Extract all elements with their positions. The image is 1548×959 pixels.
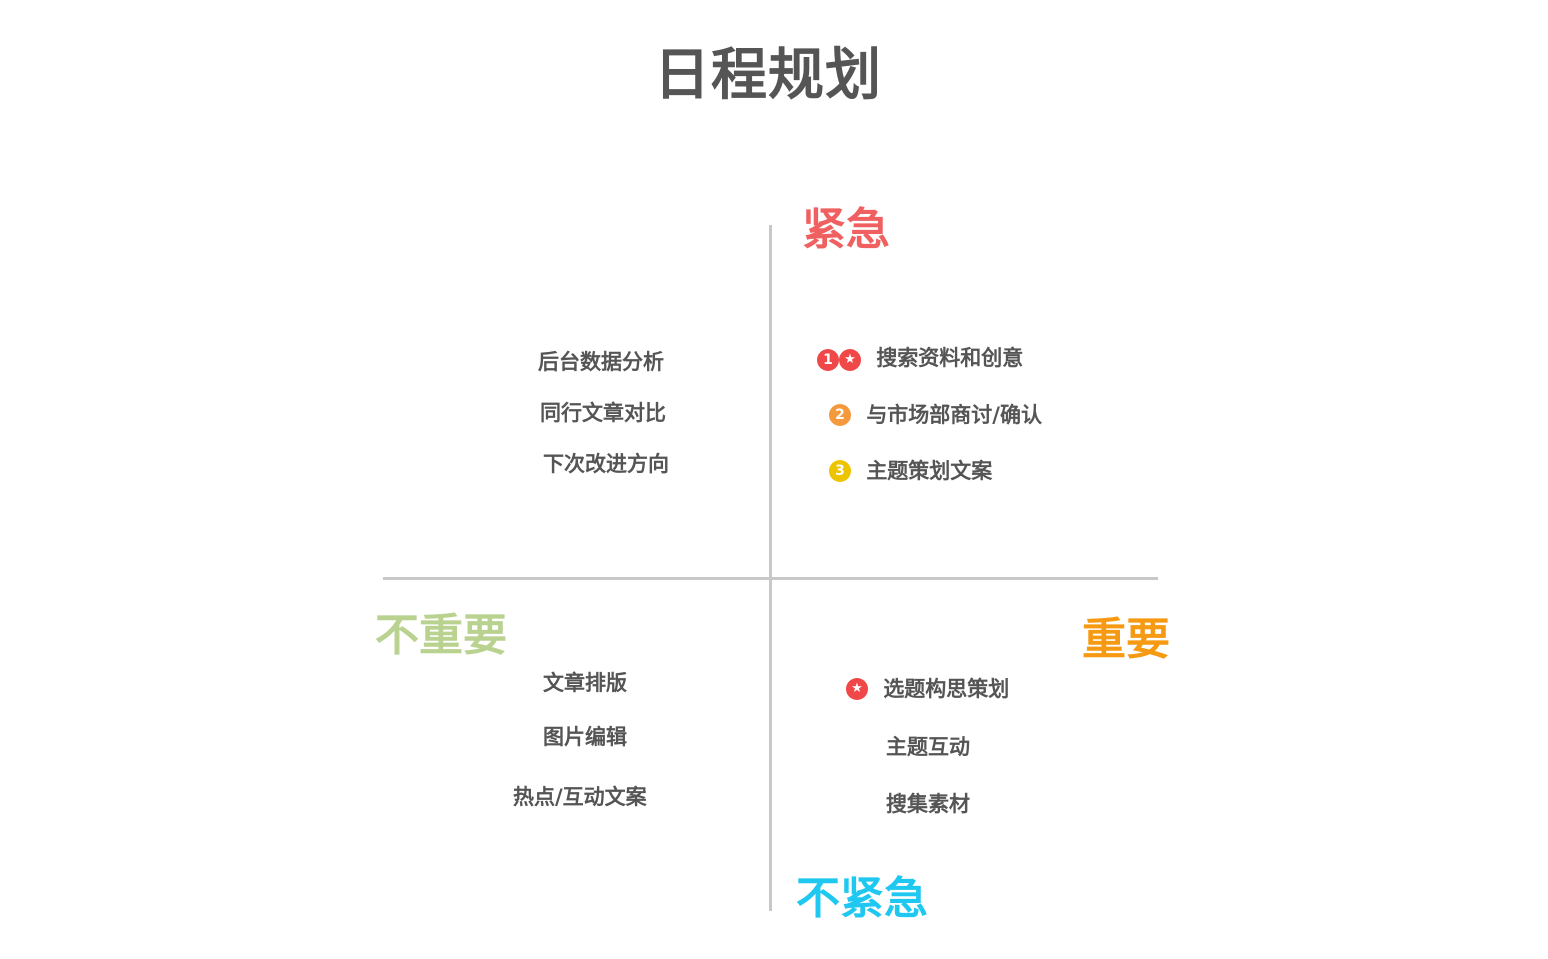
list-item: 热点/互动文案 xyxy=(513,785,647,809)
number-badge-icon: 1 xyxy=(817,349,839,371)
list-item: 主题互动 xyxy=(886,735,970,759)
list-item: 3 主题策划文案 xyxy=(829,460,992,482)
axis-label-important: 重要 xyxy=(1082,614,1170,665)
item-label: 搜索资料和创意 xyxy=(876,345,1024,370)
list-item: 文章排版 xyxy=(543,671,627,695)
list-item: 同行文章对比 xyxy=(540,401,666,425)
priority-badge-group: 1 ★ xyxy=(817,349,861,371)
axis-label-not-urgent: 不紧急 xyxy=(796,873,928,924)
vertical-axis-urgency xyxy=(769,225,772,911)
axis-label-not-important: 不重要 xyxy=(375,610,507,661)
list-item: 2 与市场部商讨/确认 xyxy=(829,404,1042,426)
item-label: 与市场部商讨/确认 xyxy=(866,402,1042,427)
list-item: 1 ★ 搜索资料和创意 xyxy=(817,347,1023,371)
number-badge-icon: 3 xyxy=(829,460,851,482)
list-item: 后台数据分析 xyxy=(538,350,664,374)
horizontal-axis-importance xyxy=(383,577,1158,580)
item-label: 主题策划文案 xyxy=(866,458,993,483)
star-icon: ★ xyxy=(846,678,868,700)
list-item: ★ 选题构思策划 xyxy=(846,678,1009,700)
item-label: 选题构思策划 xyxy=(883,676,1010,701)
page-title: 日程规划 xyxy=(654,43,882,108)
list-item: 图片编辑 xyxy=(543,725,627,749)
list-item: 下次改进方向 xyxy=(543,452,669,476)
number-badge-icon: 2 xyxy=(829,404,851,426)
axis-label-urgent: 紧急 xyxy=(802,204,890,255)
star-icon: ★ xyxy=(839,349,861,371)
list-item: 搜集素材 xyxy=(886,792,970,816)
